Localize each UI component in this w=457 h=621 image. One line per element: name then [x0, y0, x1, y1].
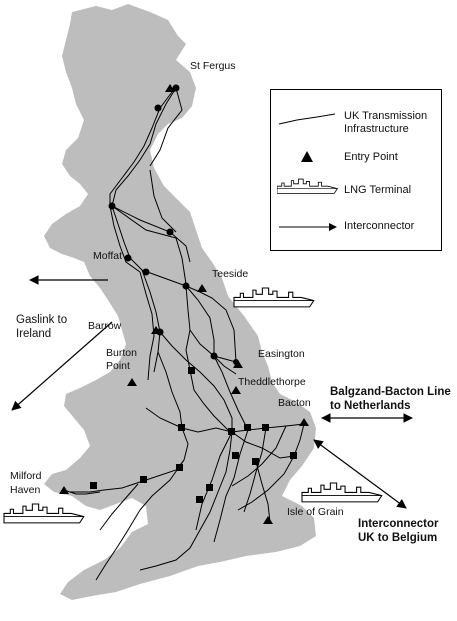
label-interconnector-2: UK to Belgium	[358, 532, 438, 544]
compressor-square	[196, 496, 203, 503]
label-gaslink-1: Gaslink to	[16, 314, 68, 326]
lng-terminal-icon	[233, 287, 315, 308]
label-interconnector-1: Interconnector	[358, 518, 439, 530]
pipeline-nodes	[108, 84, 239, 365]
map-legend: UK Transmission Infrastructure Entry Poi…	[270, 89, 442, 251]
compressor-square	[232, 452, 239, 459]
entry-point-triangle	[59, 486, 69, 494]
legend-transmission-2: Infrastructure	[344, 123, 409, 135]
label-isle-of-grain: Isle of Grain	[287, 506, 344, 518]
node-circle	[108, 202, 116, 210]
interconnector-arrows	[11, 275, 413, 509]
entry-point-triangle	[299, 418, 309, 426]
lng-terminal-icon	[277, 178, 338, 194]
entry-point-triangle	[197, 284, 207, 292]
interconnector-icon	[279, 223, 337, 231]
transmission-line-icon	[278, 113, 336, 125]
belgium-arrow	[313, 439, 407, 509]
label-balgzand-2: to Netherlands	[330, 400, 411, 412]
entry-point-triangle	[165, 84, 175, 92]
node-circle	[210, 352, 218, 360]
entry-point-triangle	[127, 378, 137, 386]
compressor-square	[176, 464, 183, 471]
legend-lng-terminal: LNG Terminal	[344, 184, 412, 196]
compressor-square	[244, 424, 251, 431]
label-theddlethorpe: Theddlethorpe	[238, 376, 306, 388]
label-easington: Easington	[258, 348, 305, 360]
label-burton-2: Point	[106, 360, 130, 372]
compressor-square	[178, 424, 185, 431]
compressor-square	[228, 428, 235, 435]
node-circle	[124, 254, 132, 262]
label-moffat: Moffat	[93, 250, 122, 262]
great-britain-landmass	[44, 4, 316, 600]
label-gaslink-2: Ireland	[16, 328, 52, 340]
legend-entry-point: Entry Point	[344, 151, 398, 163]
label-burton-1: Burton	[106, 347, 137, 359]
entry-point-triangle	[263, 516, 273, 524]
label-st-fergus: St Fergus	[190, 60, 236, 72]
lng-terminal-icon	[3, 503, 85, 524]
node-circle	[182, 282, 190, 290]
compressor-square	[252, 458, 259, 465]
label-milford-1: Milford	[10, 470, 42, 482]
node-circle	[172, 84, 180, 92]
node-circle	[142, 268, 150, 276]
compressor-square	[290, 452, 297, 459]
lng-terminal-icon	[301, 482, 383, 503]
label-balgzand-1: Balgzand-Bacton Line	[330, 386, 451, 398]
legend-transmission-1: UK Transmission	[344, 110, 428, 122]
compressor-square	[188, 367, 195, 374]
compressor-square	[90, 482, 97, 489]
compressor-square	[140, 476, 147, 483]
compressor-square	[262, 424, 269, 431]
entry-point-triangle	[151, 326, 161, 334]
entry-point-icon	[301, 151, 313, 162]
compressor-stations	[90, 367, 297, 503]
label-teeside: Teeside	[212, 268, 249, 280]
label-milford-2: Haven	[10, 484, 41, 496]
gaslink-arrow-2	[11, 321, 113, 411]
node-circle	[166, 228, 174, 236]
entry-point-triangle	[231, 386, 241, 394]
label-bacton: Bacton	[278, 397, 311, 409]
node-circle	[154, 104, 162, 112]
label-barrow: Barrow	[88, 320, 122, 332]
legend-interconnector: Interconnector	[344, 220, 415, 232]
entry-points	[59, 84, 309, 524]
compressor-square	[206, 484, 213, 491]
entry-point-triangle	[233, 360, 243, 368]
